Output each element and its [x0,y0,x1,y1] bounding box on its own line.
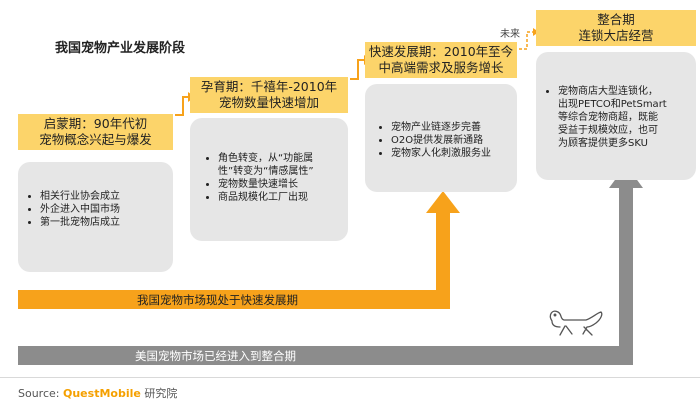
list-item: 外企进入中国市场 [40,203,165,216]
stage-3-line-2: 中高端需求及服务增长 [378,60,504,75]
page-title: 我国宠物产业发展阶段 [55,41,186,56]
stage-rapid-growth: 快速发展期：2010年至今 中高端需求及服务增长 [365,42,517,78]
stage-1-line-1: 启蒙期：90年代初 [43,116,148,131]
stage-3-card: 宠物产业链逐步完善 O2O提供发展新通路 宠物家人化刺激服务业 [365,84,517,192]
future-connector [519,31,533,50]
source-prefix: Source: [18,387,60,400]
list-item: O2O提供发展新通路 [391,134,507,147]
list-item: 宠物数量快速增长 [218,178,336,191]
stage-4-line-1: 整合期 [597,12,635,27]
stage-2-card: 角色转变，从“功能属性”转变为“情感属性” 宠物数量快速增长 商品规模化工厂出现 [190,118,348,241]
connector-1-2 [175,96,188,116]
china-market-arrow [18,191,460,309]
source-suffix: 研究院 [144,387,178,400]
stage-integration: 整合期 连锁大店经营 [536,10,696,46]
us-market-label: 美国宠物市场已经进入到整合期 [135,349,296,363]
source-brand: QuestMobile [63,387,141,400]
list-item: 宠物商店大型连锁化， 出现PETCO和PetSmart 等综合宠物商超，既能 受… [558,85,684,150]
list-item: 相关行业协会成立 [40,190,165,203]
list-item: 宠物家人化刺激服务业 [391,147,507,160]
list-item: 宠物产业链逐步完善 [391,121,507,134]
stage-3-line-1: 快速发展期：2010年至今 [368,44,514,59]
dog-icon [549,310,603,336]
stage-4-line-2: 连锁大店经营 [578,28,654,43]
stage-2-line-1: 孕育期：千禧年-2010年 [200,79,338,94]
stage-4-card: 宠物商店大型连锁化， 出现PETCO和PetSmart 等综合宠物商超，既能 受… [536,52,696,180]
stage-1-line-2: 宠物概念兴起与爆发 [39,132,152,147]
list-item: 第一批宠物店成立 [40,216,165,229]
connector-2-3 [350,59,364,80]
stage-1-card: 相关行业协会成立 外企进入中国市场 第一批宠物店成立 [18,162,173,272]
list-item: 角色转变，从“功能属性”转变为“情感属性” [218,152,336,178]
stage-enlightenment: 启蒙期：90年代初 宠物概念兴起与爆发 [18,114,173,150]
source-line: Source: QuestMobile 研究院 [18,385,177,401]
china-market-label: 我国宠物市场现处于快速发展期 [137,293,298,307]
stage-incubation: 孕育期：千禧年-2010年 宠物数量快速增加 [190,77,348,113]
list-item: 商品规模化工厂出现 [218,191,336,204]
footer-divider [0,377,700,378]
stage-2-line-2: 宠物数量快速增加 [218,95,319,110]
future-label: 未来 [500,29,520,40]
